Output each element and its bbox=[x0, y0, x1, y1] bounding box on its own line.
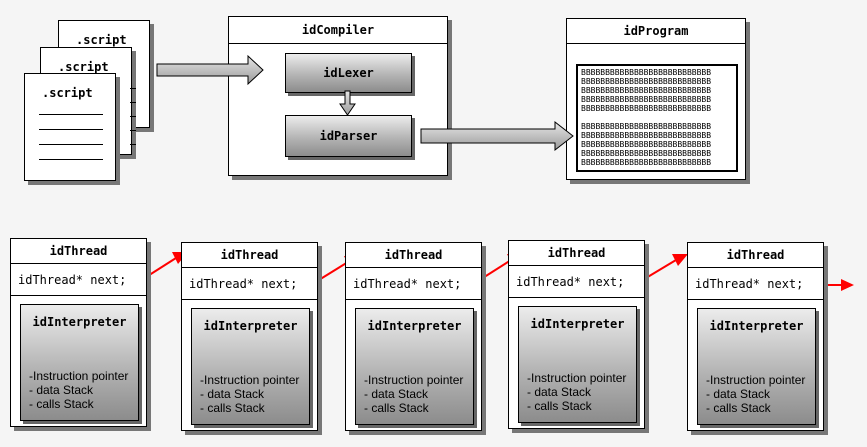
next-link-arrow bbox=[142, 257, 177, 280]
next-link-arrow bbox=[640, 259, 677, 282]
thread-divider bbox=[688, 299, 823, 300]
thread-next-pointer: idThread* next; bbox=[18, 273, 127, 287]
thread-box: idThread idThread* next; idInterpreter -Ins… bbox=[181, 242, 318, 431]
thread-title: idThread bbox=[182, 243, 317, 268]
interpreter-box: idInterpreter -Instruction pointer- data … bbox=[518, 306, 637, 423]
interpreter-state: -Instruction pointer- data Stack- calls … bbox=[200, 373, 299, 415]
thread-divider bbox=[11, 295, 146, 296]
interpreter-state-line: -Instruction pointer bbox=[29, 369, 129, 383]
interpreter-state: -Instruction pointer- data Stack- calls … bbox=[706, 373, 805, 415]
next-link-arrow bbox=[477, 259, 512, 282]
thread-box: idThread idThread* next; idInterpreter -Ins… bbox=[687, 242, 824, 431]
interpreter-state-line: -Instruction pointer bbox=[364, 373, 464, 387]
interpreter-state-line: - data Stack bbox=[364, 387, 429, 401]
script-file-label: .script bbox=[42, 86, 93, 100]
script-file-label: .script bbox=[76, 33, 127, 47]
thread-title: idThread bbox=[346, 243, 481, 268]
interpreter-label: idInterpreter bbox=[709, 319, 804, 333]
thread-box: idThread idThread* next; idInterpreter -Ins… bbox=[345, 242, 482, 431]
thread-box: idThread idThread* next; idInterpreter -Ins… bbox=[508, 240, 645, 429]
interpreter-state-line: - calls Stack bbox=[364, 401, 429, 415]
bytecode-text: BBBBBBBBBBBBBBBBBBBBBBBBBBB BBBBBBBBBBBB… bbox=[581, 68, 712, 167]
thread-next-pointer: idThread* next; bbox=[695, 277, 804, 291]
compiler-title: idCompiler bbox=[229, 17, 447, 44]
interpreter-state-line: - calls Stack bbox=[29, 397, 94, 411]
page-edge-lines bbox=[130, 88, 138, 148]
thread-divider bbox=[509, 297, 644, 298]
interpreter-label: idInterpreter bbox=[32, 315, 127, 329]
interpreter-state-line: - calls Stack bbox=[527, 399, 592, 413]
interpreter-state-line: - data Stack bbox=[29, 383, 94, 397]
next-link-arrowhead bbox=[841, 279, 854, 291]
interpreter-state-line: - data Stack bbox=[706, 387, 771, 401]
interpreter-box: idInterpreter -Instruction pointer- data … bbox=[355, 308, 474, 425]
thread-divider bbox=[346, 299, 481, 300]
interpreter-state-line: - calls Stack bbox=[706, 401, 771, 415]
interpreter-state-line: -Instruction pointer bbox=[200, 373, 300, 387]
lexer-label: idLexer bbox=[323, 66, 374, 80]
thread-box: idThread idThread* next; idInterpreter -Ins… bbox=[10, 238, 147, 427]
interpreter-state-line: -Instruction pointer bbox=[706, 373, 806, 387]
text-line bbox=[39, 129, 103, 130]
lexer-box: idLexer bbox=[285, 53, 412, 93]
interpreter-state-line: -Instruction pointer bbox=[527, 371, 627, 385]
script-file-label: .script bbox=[58, 60, 109, 74]
interpreter-box: idInterpreter -Instruction pointer- data … bbox=[697, 308, 816, 425]
next-link-arrow bbox=[313, 261, 349, 284]
thread-divider bbox=[182, 299, 317, 300]
thread-next-pointer: idThread* next; bbox=[353, 277, 462, 291]
text-line bbox=[39, 159, 103, 160]
interpreter-state: -Instruction pointer- data Stack- calls … bbox=[29, 369, 128, 411]
interpreter-state-line: - data Stack bbox=[527, 385, 592, 399]
interpreter-box: idInterpreter -Instruction pointer- data … bbox=[20, 304, 139, 421]
thread-next-pointer: idThread* next; bbox=[516, 275, 625, 289]
parser-box: idParser bbox=[285, 115, 412, 157]
script-file-front: .script bbox=[24, 73, 116, 181]
interpreter-box: idInterpreter -Instruction pointer- data … bbox=[191, 308, 310, 425]
thread-title: idThread bbox=[11, 239, 146, 264]
thread-next-pointer: idThread* next; bbox=[189, 277, 298, 291]
interpreter-label: idInterpreter bbox=[367, 319, 462, 333]
interpreter-label: idInterpreter bbox=[530, 317, 625, 331]
thread-title: idThread bbox=[509, 241, 644, 266]
interpreter-state: -Instruction pointer- data Stack- calls … bbox=[364, 373, 463, 415]
program-title: idProgram bbox=[567, 19, 745, 44]
interpreter-state-line: - calls Stack bbox=[200, 401, 265, 415]
interpreter-label: idInterpreter bbox=[203, 319, 298, 333]
interpreter-state-line: - data Stack bbox=[200, 387, 265, 401]
text-line bbox=[39, 114, 103, 115]
bytecode-area: BBBBBBBBBBBBBBBBBBBBBBBBBBB BBBBBBBBBBBB… bbox=[576, 64, 738, 172]
text-line bbox=[39, 144, 103, 145]
interpreter-state: -Instruction pointer- data Stack- calls … bbox=[527, 371, 626, 413]
thread-title: idThread bbox=[688, 243, 823, 268]
next-link-arrowhead bbox=[672, 254, 688, 266]
parser-label: idParser bbox=[319, 129, 378, 143]
